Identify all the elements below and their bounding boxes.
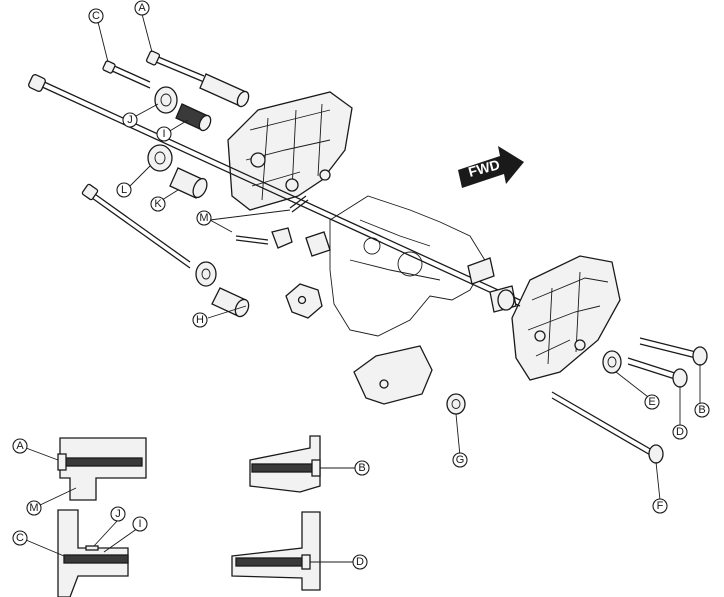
svg-text:I: I (162, 128, 165, 140)
svg-text:A: A (138, 2, 146, 14)
svg-text:B: B (358, 462, 365, 474)
callout-c-detail: C (12, 530, 28, 546)
callout-h: H (192, 312, 208, 328)
svg-text:E: E (648, 396, 655, 408)
svg-text:I: I (138, 518, 141, 530)
svg-text:G: G (456, 454, 465, 466)
callout-b-detail: B (354, 460, 370, 476)
detail-view-b (249, 435, 321, 493)
callout-i-detail: I (132, 516, 148, 532)
engine-spacer (305, 231, 331, 257)
nut-lower-left (195, 261, 217, 287)
callout-f: F (652, 498, 668, 514)
callout-a-detail: A (12, 438, 28, 454)
fwd-arrow: FWD (458, 146, 524, 188)
nut-l (147, 144, 173, 172)
svg-text:K: K (154, 198, 162, 210)
bolt-b (639, 337, 708, 366)
svg-text:D: D (356, 556, 364, 568)
callout-j-detail: J (110, 506, 126, 522)
bolt-a (145, 50, 205, 83)
fwd-label: FWD (467, 156, 502, 180)
lower-hanger-plate (353, 345, 433, 405)
bolts-m (235, 195, 309, 249)
callout-a: A (134, 0, 150, 16)
svg-text:L: L (121, 184, 127, 196)
left-frame-bracket (227, 91, 353, 211)
nut-g (446, 393, 466, 415)
svg-text:B: B (698, 404, 705, 416)
svg-text:C: C (16, 532, 24, 544)
leader-lines (25, 13, 701, 563)
svg-text:J: J (127, 114, 133, 126)
right-frame-bracket (511, 255, 621, 381)
collar-c-right (467, 257, 517, 313)
svg-text:F: F (657, 500, 664, 512)
callout-e: E (644, 394, 660, 410)
detail-view-a-m (57, 437, 147, 501)
callout-b: B (694, 402, 710, 418)
spacer-sleeve (199, 73, 250, 108)
svg-text:J: J (115, 508, 121, 520)
engine-block (329, 195, 487, 337)
threaded-bushing-k (169, 167, 208, 199)
callout-m: M (196, 210, 212, 226)
callout-g: G (452, 452, 468, 468)
bolt-d (627, 357, 688, 388)
svg-text:H: H (196, 314, 204, 326)
callout-d-detail: D (352, 554, 368, 570)
callout-c: C (88, 8, 104, 24)
svg-text:M: M (199, 212, 208, 224)
svg-text:A: A (16, 440, 24, 452)
svg-text:M: M (29, 502, 38, 514)
long-through-bolt-lower (81, 183, 191, 269)
small-mount-plate (285, 283, 323, 319)
detail-view-d (231, 511, 321, 591)
svg-text:C: C (92, 10, 100, 22)
long-through-bolt-upper (28, 74, 521, 307)
collar-j (154, 86, 178, 114)
callout-l: L (116, 182, 132, 198)
threaded-bushing-i (175, 103, 212, 132)
callout-j: J (122, 112, 138, 128)
svg-text:D: D (676, 426, 684, 438)
callout-d: D (672, 424, 688, 440)
nut-e (602, 350, 622, 374)
callout-i: I (156, 126, 172, 142)
callout-k: K (150, 196, 166, 212)
callout-m-detail: M (26, 500, 42, 516)
threaded-bushing-h (211, 287, 250, 318)
detail-view-c-j-i (57, 509, 129, 597)
bolt-c-upper (102, 60, 151, 89)
